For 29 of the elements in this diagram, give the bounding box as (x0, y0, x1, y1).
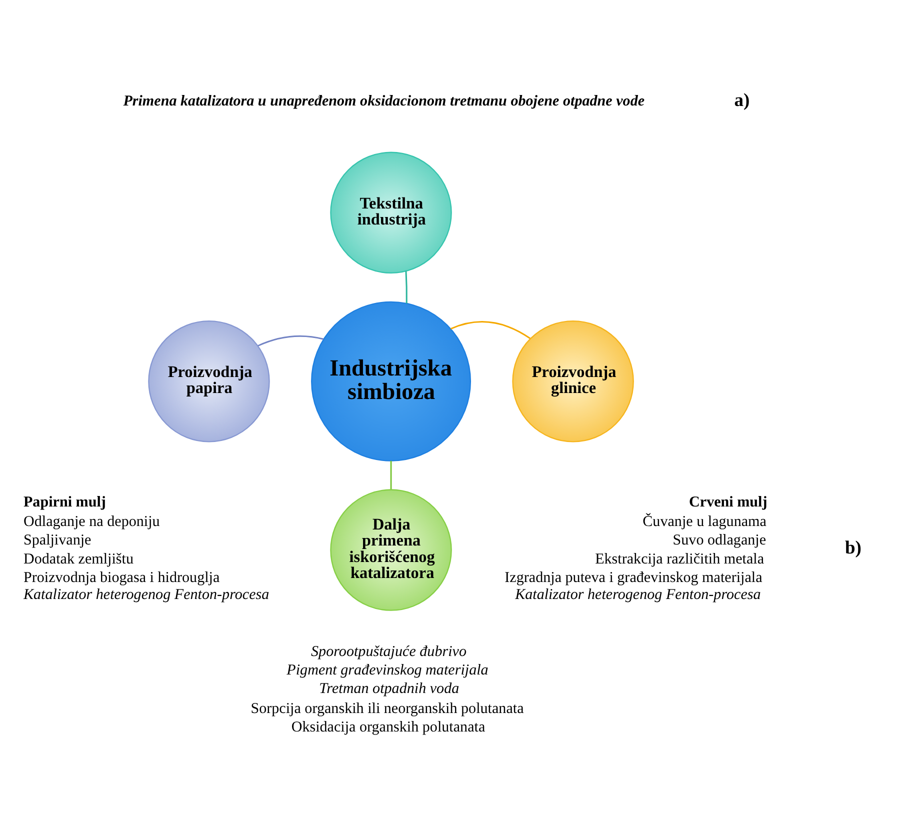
node-label: Sporootpuštajuće đubrivo (311, 644, 467, 660)
node-label: Sorpcija organskih ili neorganskih polutanata (250, 700, 524, 716)
node-circle: Proizvodnja papira (148, 320, 270, 442)
node-label: Papirni mulj (23, 494, 106, 510)
connector (405, 270, 408, 303)
node-label: Odlaganje na deponiju (23, 514, 160, 530)
node-label: Spaljivanje (23, 532, 92, 548)
node-circle: Tekstilna industrija (330, 151, 452, 274)
node-label: Suvo odlaganje (672, 532, 766, 548)
node-label: Katalizator heterogenog Fenton-procesa (515, 586, 761, 603)
node-label: Dodatak zemljištu (23, 550, 134, 567)
node-circle: Industrijska simbioza (311, 300, 472, 461)
node-label: Katalizator heterogenog Fenton-procesa (23, 586, 270, 603)
node-label: Ekstrakcija različitih metala (595, 550, 764, 567)
connector (450, 320, 530, 338)
node-label: Čuvanje u lagunama (642, 514, 766, 530)
node-label: Proizvodnja biogasa i hidrouglja (23, 569, 220, 586)
node-label: Crveni mulj (689, 494, 768, 510)
node-label: Izgradnja puteva i građevinskog materijala (504, 569, 762, 586)
connector (258, 334, 324, 346)
node-label: Primena katalizatora u unapređenom oksidacionom tretmanu obojene otpadne vode (123, 92, 645, 109)
node-label: Tretman otpadnih voda (319, 680, 460, 697)
connector (390, 460, 392, 489)
node-circle: Dalja primena iskorišćenog katalizatora (330, 488, 452, 610)
label: b) (844, 536, 862, 558)
node-circle: Proizvodnja glinice (512, 320, 634, 442)
label: a) (734, 89, 750, 110)
node-label: Pigment građevinskog materijala (286, 662, 488, 678)
node-label: Oksidacija organskih polutanata (291, 718, 486, 735)
